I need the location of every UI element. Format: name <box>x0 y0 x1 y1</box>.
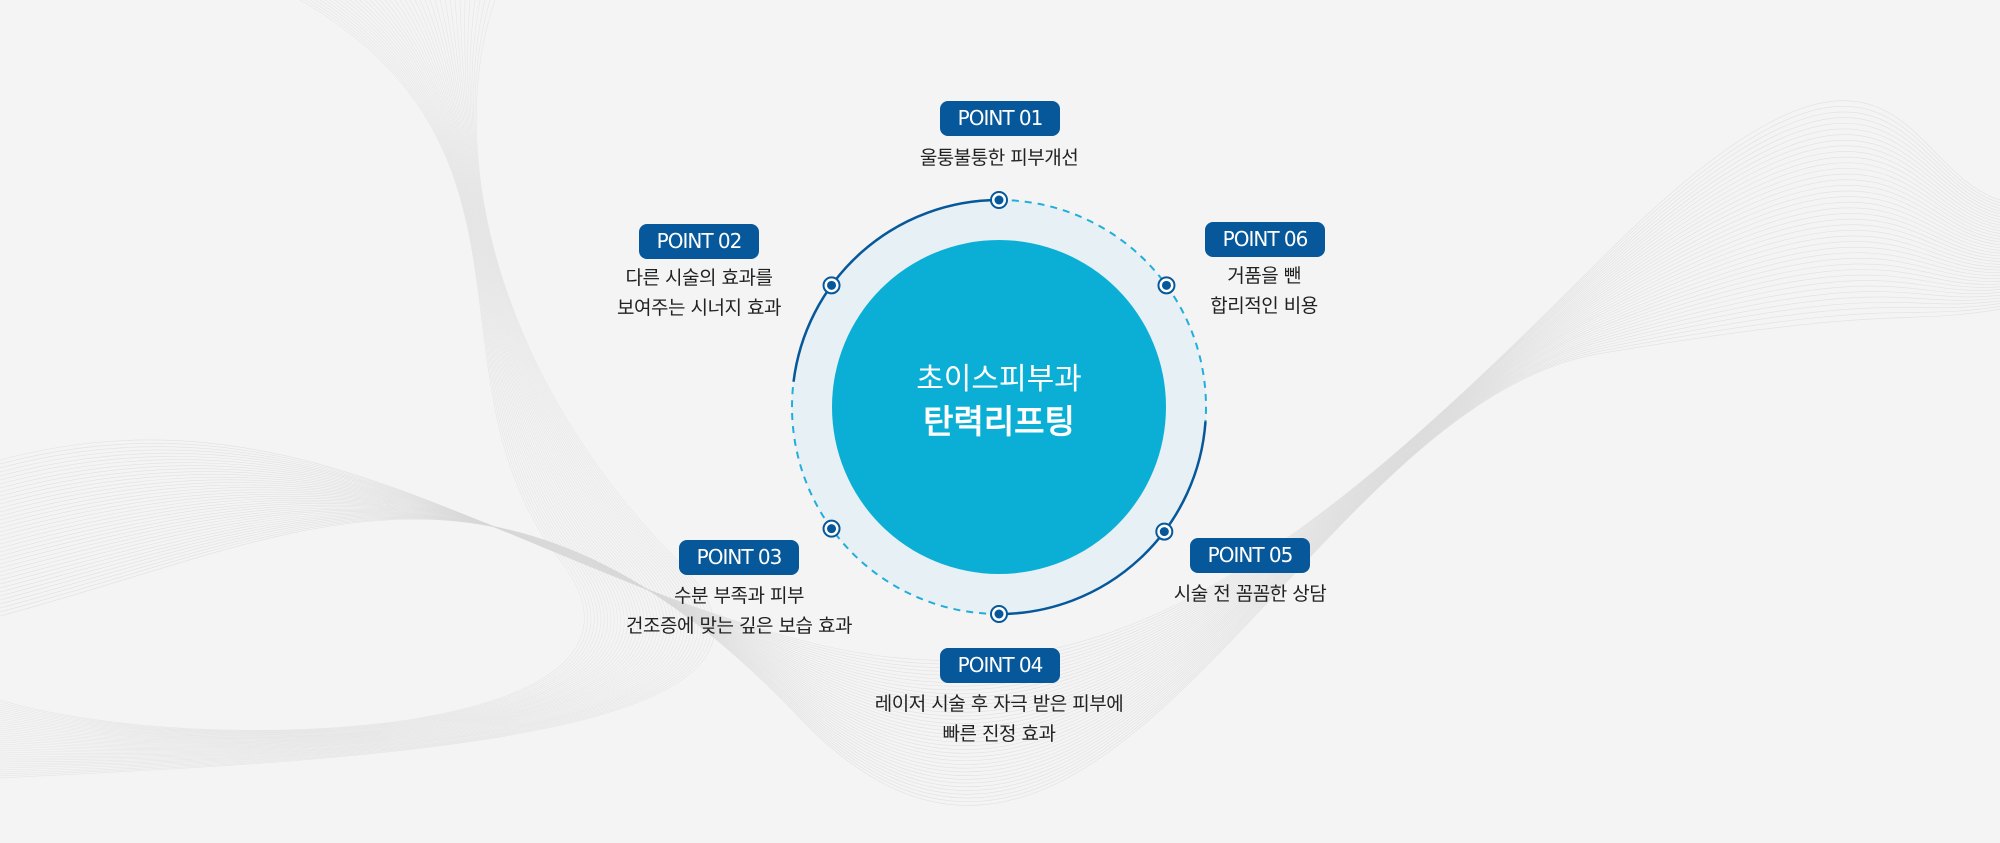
desc-line: 보여주는 시너지 효과 <box>617 297 781 319</box>
wave-line <box>0 0 612 737</box>
wave-line <box>0 117 2000 672</box>
wave-line <box>0 0 648 746</box>
wave-line <box>0 296 2000 791</box>
wave-line <box>0 269 2000 773</box>
desc-line: 레이저 시술 후 자극 받은 피부에 <box>874 693 1124 715</box>
wave-line <box>0 0 645 745</box>
desc-line: 빠른 진정 효과 <box>942 723 1056 745</box>
wave-line <box>0 230 2000 747</box>
solid-arc-left <box>792 198 1000 382</box>
wave-line <box>0 306 2000 802</box>
node-dot <box>1161 280 1171 290</box>
wave-line <box>0 139 2000 687</box>
solid-arc-right <box>998 421 1207 616</box>
wave-line <box>0 0 705 773</box>
center-title: 초이스피부과 탄력리프팅 <box>832 360 1166 444</box>
wave-line <box>0 0 715 779</box>
wave-line <box>0 111 2000 669</box>
wave-line <box>0 308 2000 806</box>
wave-line <box>0 224 2000 743</box>
wave-line <box>0 0 712 777</box>
wave-line <box>0 156 2000 698</box>
desc-line: 다른 시술의 효과를 <box>625 267 773 289</box>
point-05-badge: POINT 05 <box>1190 538 1310 573</box>
wave-line <box>0 285 2000 784</box>
wave-line <box>0 106 2000 665</box>
wave-line <box>0 213 2000 735</box>
wave-line <box>0 258 2000 765</box>
wave-line <box>0 218 2000 739</box>
treatment-name: 탄력리프팅 <box>923 402 1075 441</box>
node-dot <box>994 609 1004 619</box>
wave-line <box>0 196 2000 724</box>
desc-line: 합리적인 비용 <box>1210 295 1318 317</box>
wave-line <box>0 0 642 744</box>
node-dot <box>827 280 837 290</box>
wave-line <box>0 0 608 736</box>
wave-line <box>0 145 2000 691</box>
clinic-name: 초이스피부과 <box>916 362 1082 397</box>
desc-line: 수분 부족과 피부 <box>674 585 804 607</box>
wave-line <box>0 151 2000 695</box>
wave-line <box>0 303 2000 799</box>
desc-line: 거품을 뺀 <box>1227 265 1301 287</box>
point-02-badge: POINT 02 <box>639 224 759 259</box>
wave-line <box>0 168 2000 706</box>
wave-line <box>0 274 2000 776</box>
wave-line <box>0 291 2000 788</box>
point-01-badge: POINT 01 <box>940 101 1060 136</box>
point-05-desc: 시술 전 꼼꼼한 상담 <box>1080 579 1420 609</box>
wave-line <box>0 241 2000 754</box>
wave-line <box>0 100 2000 661</box>
desc-line: 시술 전 꼼꼼한 상담 <box>1173 583 1327 605</box>
wave-line <box>0 252 2000 762</box>
node-dot <box>1159 527 1169 537</box>
wave-line <box>0 0 585 731</box>
wave-line <box>0 0 588 732</box>
wave-line <box>0 0 638 743</box>
point-06-badge: POINT 06 <box>1205 222 1325 257</box>
wave-line <box>0 162 2000 702</box>
wave-line <box>0 134 2000 683</box>
wave-line <box>0 190 2000 720</box>
wave-line <box>0 185 2000 717</box>
wave-line <box>0 207 2000 732</box>
wave-line <box>0 246 2000 758</box>
wave-line <box>0 235 2000 750</box>
point-03-badge: POINT 03 <box>679 540 799 575</box>
node-dot <box>827 524 837 534</box>
wave-line <box>0 179 2000 713</box>
wave-line <box>0 280 2000 780</box>
node-dot <box>994 195 1004 205</box>
center-circle <box>832 240 1166 574</box>
wave-line <box>0 0 709 775</box>
wave-line <box>0 0 652 747</box>
wave-line <box>0 0 702 771</box>
wave-line <box>0 122 2000 676</box>
wave-line <box>0 173 2000 709</box>
wave-line <box>0 263 2000 769</box>
desc-line: 울퉁불퉁한 피부개선 <box>919 147 1079 169</box>
wave-line <box>0 0 605 735</box>
point-01-desc: 울퉁불퉁한 피부개선 <box>829 143 1169 173</box>
point-04-badge: POINT 04 <box>940 648 1060 683</box>
wave-line <box>0 300 2000 795</box>
desc-line: 건조증에 맞는 깊은 보습 효과 <box>626 615 852 637</box>
wave-line <box>0 128 2000 680</box>
wave-line <box>0 201 2000 728</box>
